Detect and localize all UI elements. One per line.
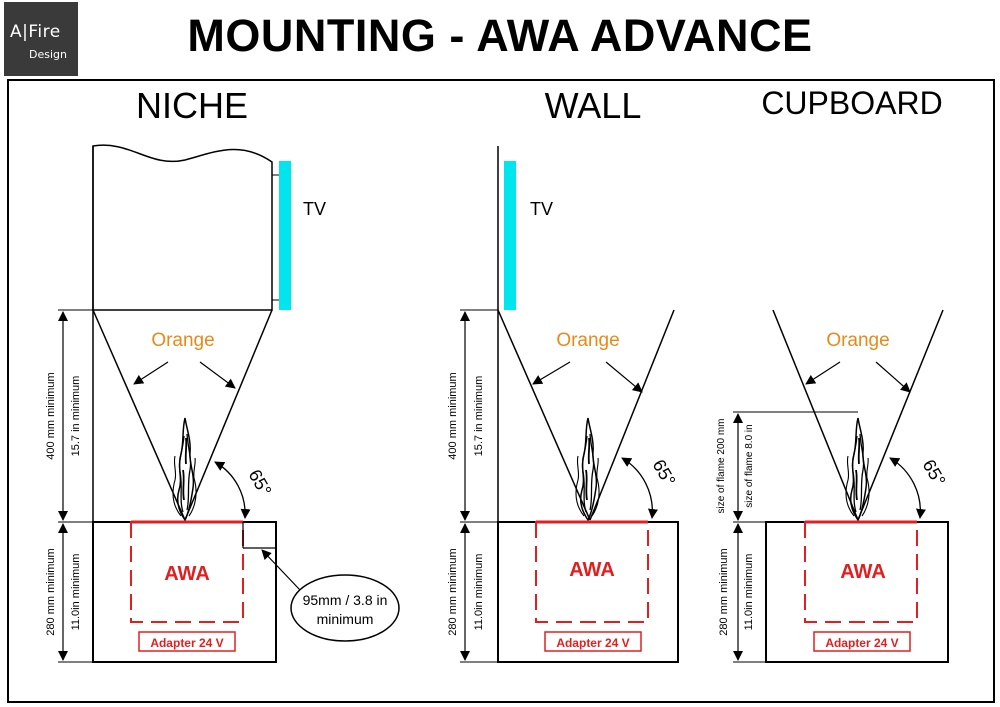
dim-15in: 15.7 in minimum [473, 376, 485, 457]
dim-400mm: 400 mm minimum [447, 372, 459, 459]
dim-280mm: 280 mm minimum [718, 548, 730, 635]
dim-15in: 15.7 in minimum [70, 376, 82, 457]
dim-280mm: 280 mm minimum [45, 548, 57, 635]
awa-label: AWA [569, 559, 615, 581]
dim-280mm: 280 mm minimum [447, 548, 459, 635]
dim-400mm: 400 mm minimum [45, 372, 57, 459]
dim-11in: 11.0in minimum [473, 554, 485, 631]
dim-11in: 11.0in minimum [70, 554, 82, 631]
logo: A|Fire Design [4, 2, 78, 76]
orange-label: Orange [556, 330, 619, 351]
awa-label: AWA [840, 561, 886, 583]
section-title-cupboard: CUPBOARD [761, 85, 942, 121]
adapter-box [813, 631, 911, 652]
logo-text: A|Fire [10, 22, 61, 42]
clearance-label-2: minimum [317, 611, 374, 627]
awa-label: AWA [164, 563, 210, 585]
tv-panel [279, 161, 291, 310]
page-title: MOUNTING - AWA ADVANCE [187, 10, 813, 61]
niche-diagram: TV Orange 65° AWA Adapter 24 V 95mm / 3.… [45, 144, 400, 663]
tv-label: TV [530, 199, 553, 219]
section-title-wall: WALL [545, 85, 642, 126]
adapter-box [138, 631, 236, 652]
cupboard-diagram: Orange 65° size of flame 200 mm size of … [716, 309, 950, 663]
niche-upper-cabinet [92, 144, 273, 311]
angle-label: 65° [245, 466, 276, 500]
clearance-callout [290, 574, 400, 642]
adapter-box [544, 631, 642, 652]
orange-label: Orange [151, 330, 214, 351]
outer-frame [7, 79, 995, 703]
angle-label: 65° [919, 456, 950, 490]
adapter-label: Adapter 24 V [150, 636, 223, 650]
clearance-label-1: 95mm / 3.8 in [303, 592, 388, 608]
wall-diagram: TV Orange 65° AWA Adapter 24 V 400 mm mi… [447, 146, 680, 663]
adapter-label: Adapter 24 V [825, 636, 898, 650]
tv-label: TV [303, 199, 326, 219]
adapter-label: Adapter 24 V [556, 636, 629, 650]
section-title-niche: NICHE [136, 85, 248, 126]
logo-subtext: Design [29, 48, 67, 61]
dim-11in: 11.0in minimum [743, 554, 755, 631]
angle-label: 65° [649, 456, 680, 490]
flame-size-in: size of flame 8.0 in [744, 424, 755, 507]
orange-label: Orange [826, 330, 889, 351]
flame-size-mm: size of flame 200 mm [716, 418, 727, 513]
tv-panel [504, 161, 516, 310]
